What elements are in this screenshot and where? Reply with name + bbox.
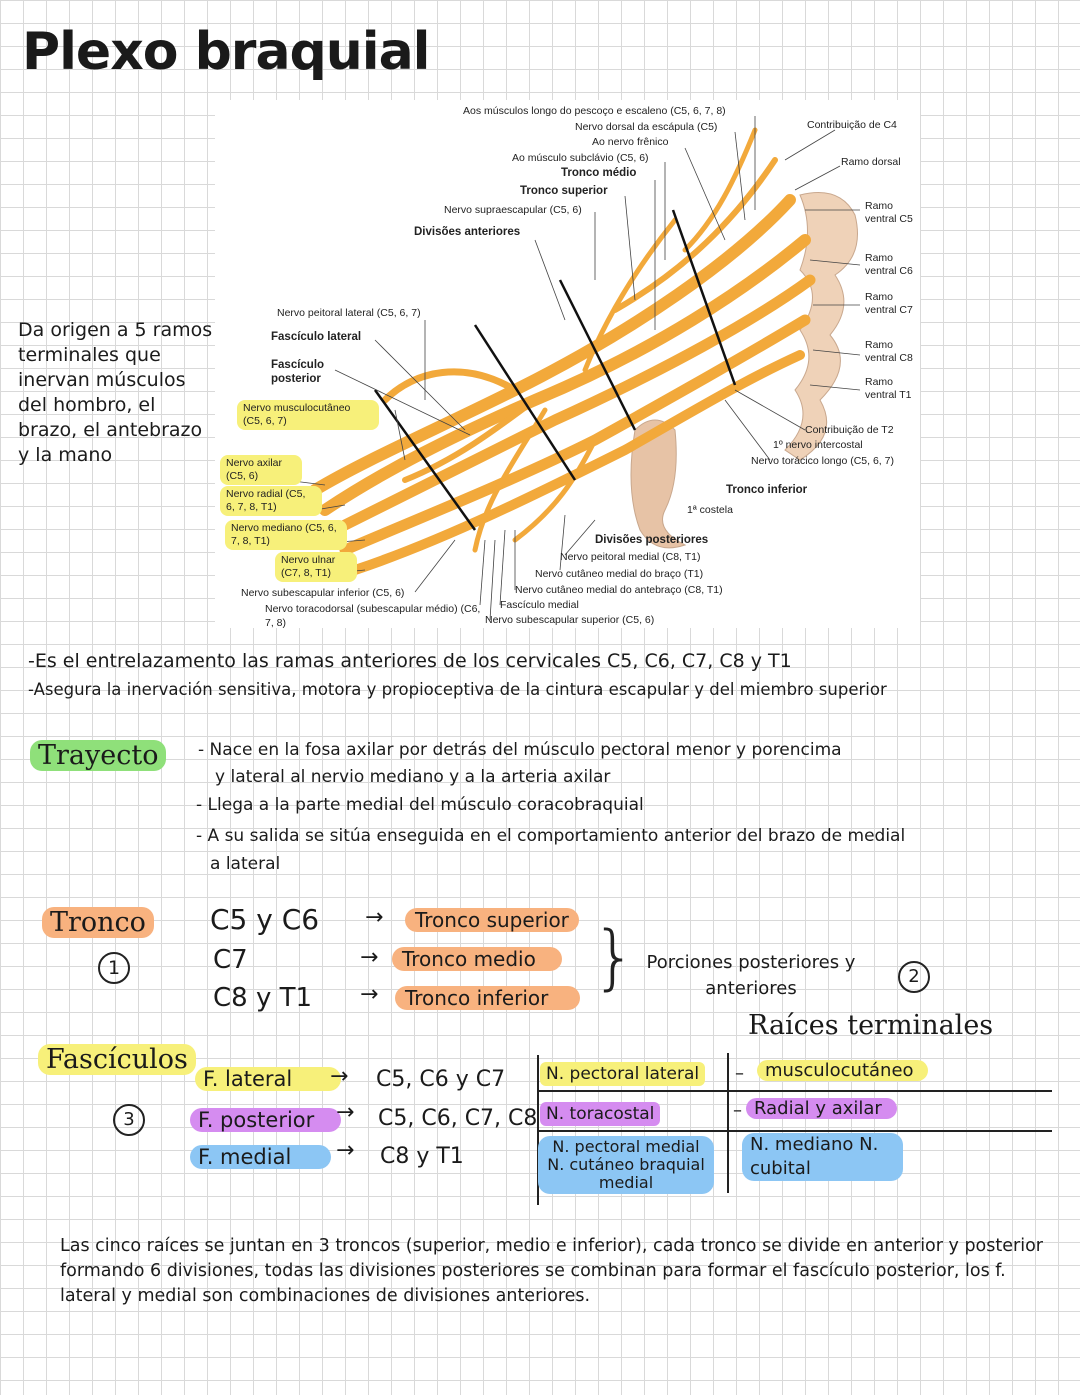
trayecto-line-4: - A su salida se sitúa enseguida en el c… — [196, 826, 906, 846]
raices-terminales-heading: Raíces terminales — [748, 1010, 994, 1041]
label-fasciculo-lateral: Fascículo lateral — [271, 331, 362, 343]
fasciculo-posterior-roots: C5, C6, C7, C8 — [378, 1106, 538, 1131]
brachial-plexus-figure: Aos músculos longo do pescoço e escaleno… — [215, 100, 920, 629]
label-supraescapular: Nervo supraescapular (C5, 6) — [444, 204, 582, 216]
label-fasciculo-posterior: Fascículo posterior — [271, 359, 325, 385]
label-nervo-radial: Nervo radial (C5, 6, 7, 8, T1) — [220, 486, 322, 516]
label-nervo-mediano: Nervo mediano (C5, 6, 7, 8, T1) — [225, 520, 347, 550]
nerve-bundle — [309, 127, 816, 575]
label-cutaneo-braco: Nervo cutâneo medial do braço (T1) — [535, 568, 704, 580]
terminal-dash-2: – — [733, 1100, 742, 1121]
trayecto-line-3: - Llega a la parte medial del músculo co… — [196, 795, 644, 815]
label-ramo-dorsal: Ramo dorsal — [841, 156, 901, 168]
tronco-number-2: 2 — [898, 961, 930, 993]
tronco-porciones: Porciones posteriores y anteriores — [646, 952, 856, 999]
label-tronco-superior: Tronco superior — [520, 185, 608, 197]
trayecto-heading: Trayecto — [30, 740, 167, 771]
label-ramo-ventral-c7: Ramo ventral C7 — [865, 291, 913, 316]
nerve-pectoral-lateral: N. pectoral lateral — [540, 1062, 706, 1086]
leader-lines — [284, 116, 861, 621]
label-dorsal-escapula: Nervo dorsal da escápula (C5) — [575, 121, 718, 133]
nerve-medial-group: N. pectoral medial N. cutáneo braquial m… — [538, 1136, 714, 1194]
fasciculo-arrow-2: → — [336, 1100, 355, 1125]
tronco-arrow-3: → — [360, 982, 379, 1007]
table-divider-middle — [727, 1053, 729, 1193]
fasciculos-heading: Fascículos — [38, 1044, 196, 1075]
tronco-brace: } — [592, 916, 637, 998]
fasciculo-arrow-1: → — [330, 1064, 349, 1089]
label-tronco-medio: Tronco médio — [561, 167, 637, 179]
tronco-arrow-1: → — [365, 905, 384, 930]
label-cutaneo-antebraco: Nervo cutâneo medial do antebraço (C8, T… — [515, 584, 723, 596]
label-musculocutaneo: Nervo musculocutâneo (C5, 6, 7) — [237, 400, 379, 430]
tronco-arrow-2: → — [360, 945, 379, 970]
tronco-root-1: C5 y C6 — [210, 903, 320, 936]
label-primeira-costela: 1ª costela — [687, 504, 733, 516]
tronco-superior: Tronco superior — [405, 908, 579, 932]
label-nervo-frenico: Ao nervo frênico — [592, 136, 669, 148]
table-hline-1 — [537, 1090, 1052, 1092]
intro-line-2: -Asegura la inervación sensitiva, motora… — [28, 680, 887, 699]
terminal-musculocutaneo: musculocutáneo — [757, 1060, 928, 1081]
summary-paragraph: Las cinco raíces se juntan en 3 troncos … — [60, 1236, 1043, 1306]
tronco-root-2: C7 — [213, 945, 248, 975]
tronco-number: 1 — [98, 952, 130, 984]
page-title: Plexo braquial — [22, 22, 431, 82]
label-nervo-ulnar: Nervo ulnar (C7, 8, T1) — [275, 552, 357, 582]
label-subescapular-inferior: Nervo subescapular inferior (C5, 6) — [241, 587, 405, 599]
fasciculos-number: 3 — [113, 1104, 145, 1136]
fasciculo-medial-roots: C8 y T1 — [380, 1144, 464, 1169]
fasciculo-arrow-3: → — [336, 1138, 355, 1163]
tronco-inferior: Tronco inferior — [395, 986, 580, 1010]
label-divisoes-posteriores: Divisões posteriores — [595, 534, 709, 546]
nerve-toracostal: N. toracostal — [540, 1102, 660, 1126]
label-peitoral-medial: Nervo peitoral medial (C8, T1) — [560, 551, 701, 563]
label-ramo-ventral-c6: Ramo ventral C6 — [865, 252, 913, 277]
tronco-medio: Tronco medio — [392, 947, 562, 971]
label-divisoes-anteriores: Divisões anteriores — [414, 226, 521, 238]
label-subescapular-superior: Nervo subescapular superior (C5, 6) — [485, 614, 655, 626]
fasciculo-posterior: F. posterior — [190, 1108, 341, 1132]
label-ramo-ventral-t1: Ramo ventral T1 — [865, 376, 912, 401]
vertebrae — [630, 192, 858, 549]
label-subclavio: Ao músculo subclávio (C5, 6) — [512, 152, 649, 164]
table-hline-2 — [537, 1130, 1052, 1132]
label-tronco-inferior: Tronco inferior — [726, 484, 808, 496]
label-toracodorsal: Nervo toracodorsal (subescapular médio) … — [265, 603, 481, 629]
brachial-plexus-illustration — [284, 116, 861, 621]
label-ramo-ventral-c5: Ramo ventral C5 — [865, 200, 913, 225]
label-intercostal: 1º nervo intercostal — [773, 439, 863, 451]
fasciculo-lateral-roots: C5, C6 y C7 — [376, 1067, 506, 1092]
label-toracico-longo: Nervo torácico longo (C5, 6, 7) — [751, 455, 894, 467]
terminal-dash-1: – — [735, 1063, 744, 1084]
intro-line-1: -Es el entrelazamento las ramas anterior… — [28, 650, 792, 672]
trayecto-line-1: - Nace en la fosa axilar por detrás del … — [198, 740, 842, 760]
trayecto-line-2: y lateral al nervio mediano y a la arter… — [215, 767, 611, 787]
label-fasciculo-medial: Fascículo medial — [500, 599, 579, 611]
label-ramo-ventral-c8: Ramo ventral C8 — [865, 339, 913, 364]
label-contribuicao-c4: Contribuição de C4 — [807, 119, 897, 131]
label-contribuicao-t2: Contribuição de T2 — [805, 424, 894, 436]
fasciculo-medial: F. medial — [190, 1145, 331, 1169]
trayecto-line-5: a lateral — [210, 854, 281, 874]
tronco-heading: Tronco — [42, 907, 154, 938]
label-nervo-axilar: Nervo axilar (C5, 6) — [220, 455, 302, 485]
label-peitoral-lateral: Nervo peitoral lateral (C5, 6, 7) — [277, 307, 421, 319]
division-lines — [373, 209, 737, 531]
label-longo-pescoco: Aos músculos longo do pescoço e escaleno… — [463, 105, 726, 117]
tronco-root-3: C8 y T1 — [213, 983, 313, 1013]
terminal-mediano-cubital: N. mediano N. cubital — [742, 1133, 903, 1181]
side-note: Da origen a 5 ramos terminales que inerv… — [18, 319, 213, 466]
terminal-radial-axilar: Radial y axilar — [746, 1098, 897, 1119]
fasciculo-lateral: F. lateral — [195, 1067, 341, 1091]
